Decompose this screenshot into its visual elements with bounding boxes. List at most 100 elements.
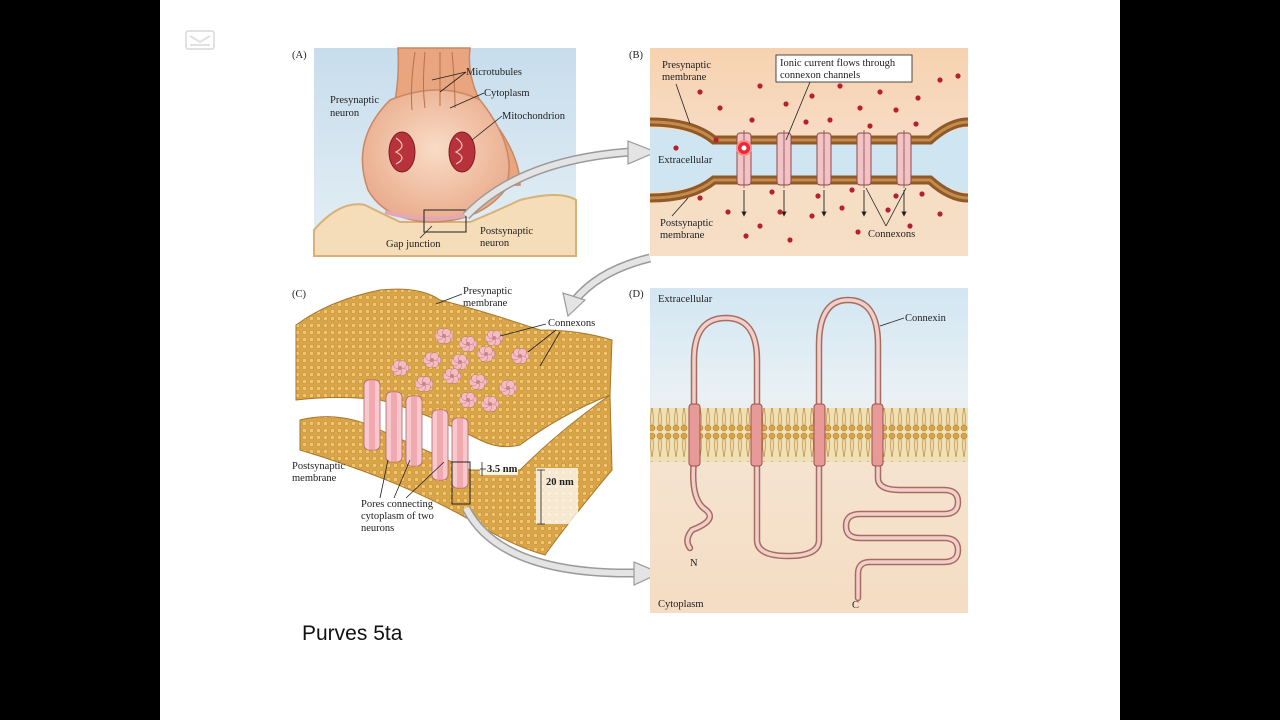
arrow-a-to-b-head <box>627 140 658 165</box>
gap-junction-strip <box>384 210 471 221</box>
ion-16 <box>803 119 809 125</box>
label-width-20-nm: 20 nm <box>546 477 574 488</box>
microtubule-lines <box>410 51 456 111</box>
ion-7 <box>837 83 843 89</box>
label-presynaptic-membrane-c-line1: Presynaptic <box>463 286 512 297</box>
connexon-top-1 <box>434 328 454 344</box>
connexon-b-3 <box>816 130 832 217</box>
panel-d-letter: (D) <box>629 289 644 300</box>
ion-14 <box>827 117 833 123</box>
connexon-column-1 <box>363 379 381 451</box>
connexon-top-6 <box>450 354 470 370</box>
ionic-current-callout <box>775 54 913 83</box>
label-postsynaptic-membrane-c-line1: Postsynaptic <box>292 461 345 472</box>
panel-a: (A) Microtubules Cytoplasm Presynaptic n… <box>292 47 577 257</box>
source-credit: Purves 5ta <box>302 622 403 645</box>
ion-36 <box>743 233 749 239</box>
connexon-b-5 <box>896 130 912 217</box>
ion-11 <box>915 95 921 101</box>
connexon-column-3 <box>405 395 423 467</box>
label-pores-line2: cytoplasm of two <box>361 511 434 522</box>
label-cytoplasm-d: Cytoplasm <box>658 599 704 610</box>
ion-27 <box>885 207 891 213</box>
label-connexons-b: Connexons <box>868 229 915 240</box>
ion-22 <box>757 223 763 229</box>
label-presynaptic-neuron-line2: neuron <box>330 108 360 119</box>
ion-5 <box>783 101 789 107</box>
ion-23 <box>787 237 793 243</box>
panel-d: (D) Extracellular Connexin N C Cytoplasm <box>629 288 968 613</box>
panel-a-letter: (A) <box>292 50 307 61</box>
arrow-b-to-c-head <box>562 292 587 318</box>
transmembrane-helix-2 <box>750 403 763 467</box>
ion-1 <box>697 89 703 95</box>
label-mitochondrion: Mitochondrion <box>502 111 566 122</box>
ion-2 <box>717 105 723 111</box>
ion-20 <box>697 195 703 201</box>
ion-32 <box>849 187 855 193</box>
connexon-top-12 <box>498 380 518 396</box>
panel-b-letter: (B) <box>629 50 644 61</box>
ion-15 <box>867 123 873 129</box>
label-cytoplasm: Cytoplasm <box>484 88 530 99</box>
slide-logo-icon <box>185 30 215 50</box>
ion-13 <box>955 73 961 79</box>
gap-junction-box <box>423 209 467 233</box>
ion-25 <box>839 205 845 211</box>
ion-19 <box>673 145 679 151</box>
ions-b <box>673 73 961 243</box>
ion-17 <box>749 117 755 123</box>
ion-4 <box>757 83 763 89</box>
connexon-top-3 <box>484 330 504 346</box>
label-gap-junction: Gap junction <box>386 239 441 250</box>
connexon-column-5 <box>451 417 469 489</box>
ion-18 <box>913 121 919 127</box>
label-c-terminus: C <box>852 600 859 611</box>
ion-26 <box>855 229 861 235</box>
label-postsynaptic-membrane-b-line2: membrane <box>660 230 705 241</box>
ion-21 <box>725 209 731 215</box>
ion-24 <box>809 213 815 219</box>
label-width-3-5-nm: 3.5 nm <box>487 464 518 475</box>
pore-highlight-box <box>451 461 471 505</box>
transmembrane-helix-3 <box>813 403 826 467</box>
transmembrane-helix-1 <box>688 403 701 467</box>
label-pores-line3: neurons <box>361 523 394 534</box>
label-presynaptic-membrane-b-line1: Presynaptic <box>662 60 711 71</box>
connexon-top-8 <box>390 360 410 376</box>
label-postsynaptic-neuron-line1: Postsynaptic <box>480 226 533 237</box>
panel-c: (C) 3.5 nm 20 nm Presynaptic membrane Co… <box>292 286 613 556</box>
arrow-c-to-d-head <box>633 561 662 586</box>
mitochondrion-right <box>448 131 476 173</box>
label-pores-line1: Pores connecting <box>361 499 434 510</box>
panel-c-letter: (C) <box>292 289 307 300</box>
label-ionic-current-line1: Ionic current flows through <box>780 58 896 69</box>
ion-12 <box>937 77 943 83</box>
ion-8 <box>857 105 863 111</box>
label-postsynaptic-membrane-b-line1: Postsynaptic <box>660 218 713 229</box>
connexon-top-2 <box>458 336 478 352</box>
connexon-top-14 <box>480 396 500 412</box>
label-postsynaptic-membrane-c-line2: membrane <box>292 473 337 484</box>
connexon-top-10 <box>442 368 462 384</box>
ion-34 <box>893 193 899 199</box>
panel-b: (B) Ionic current flows through connexon… <box>629 48 969 256</box>
label-presynaptic-neuron-line1: Presynaptic <box>330 95 379 106</box>
connexon-top-7 <box>476 346 496 362</box>
postsynaptic-neuron-body <box>313 194 577 257</box>
ion-28 <box>907 223 913 229</box>
mitochondrion-left <box>388 131 416 173</box>
connexon-tops-c <box>390 328 530 412</box>
label-connexons-c: Connexons <box>548 318 595 329</box>
connexon-column-4 <box>431 409 449 481</box>
label-presynaptic-membrane-b-line2: membrane <box>662 72 707 83</box>
ion-31 <box>815 193 821 199</box>
connexon-top-5 <box>422 352 442 368</box>
label-connexin: Connexin <box>905 313 947 324</box>
ion-35 <box>919 191 925 197</box>
label-extracellular-b: Extracellular <box>658 155 713 166</box>
connexon-top-13 <box>458 392 478 408</box>
ion-30 <box>769 189 775 195</box>
label-microtubules: Microtubules <box>466 67 522 78</box>
